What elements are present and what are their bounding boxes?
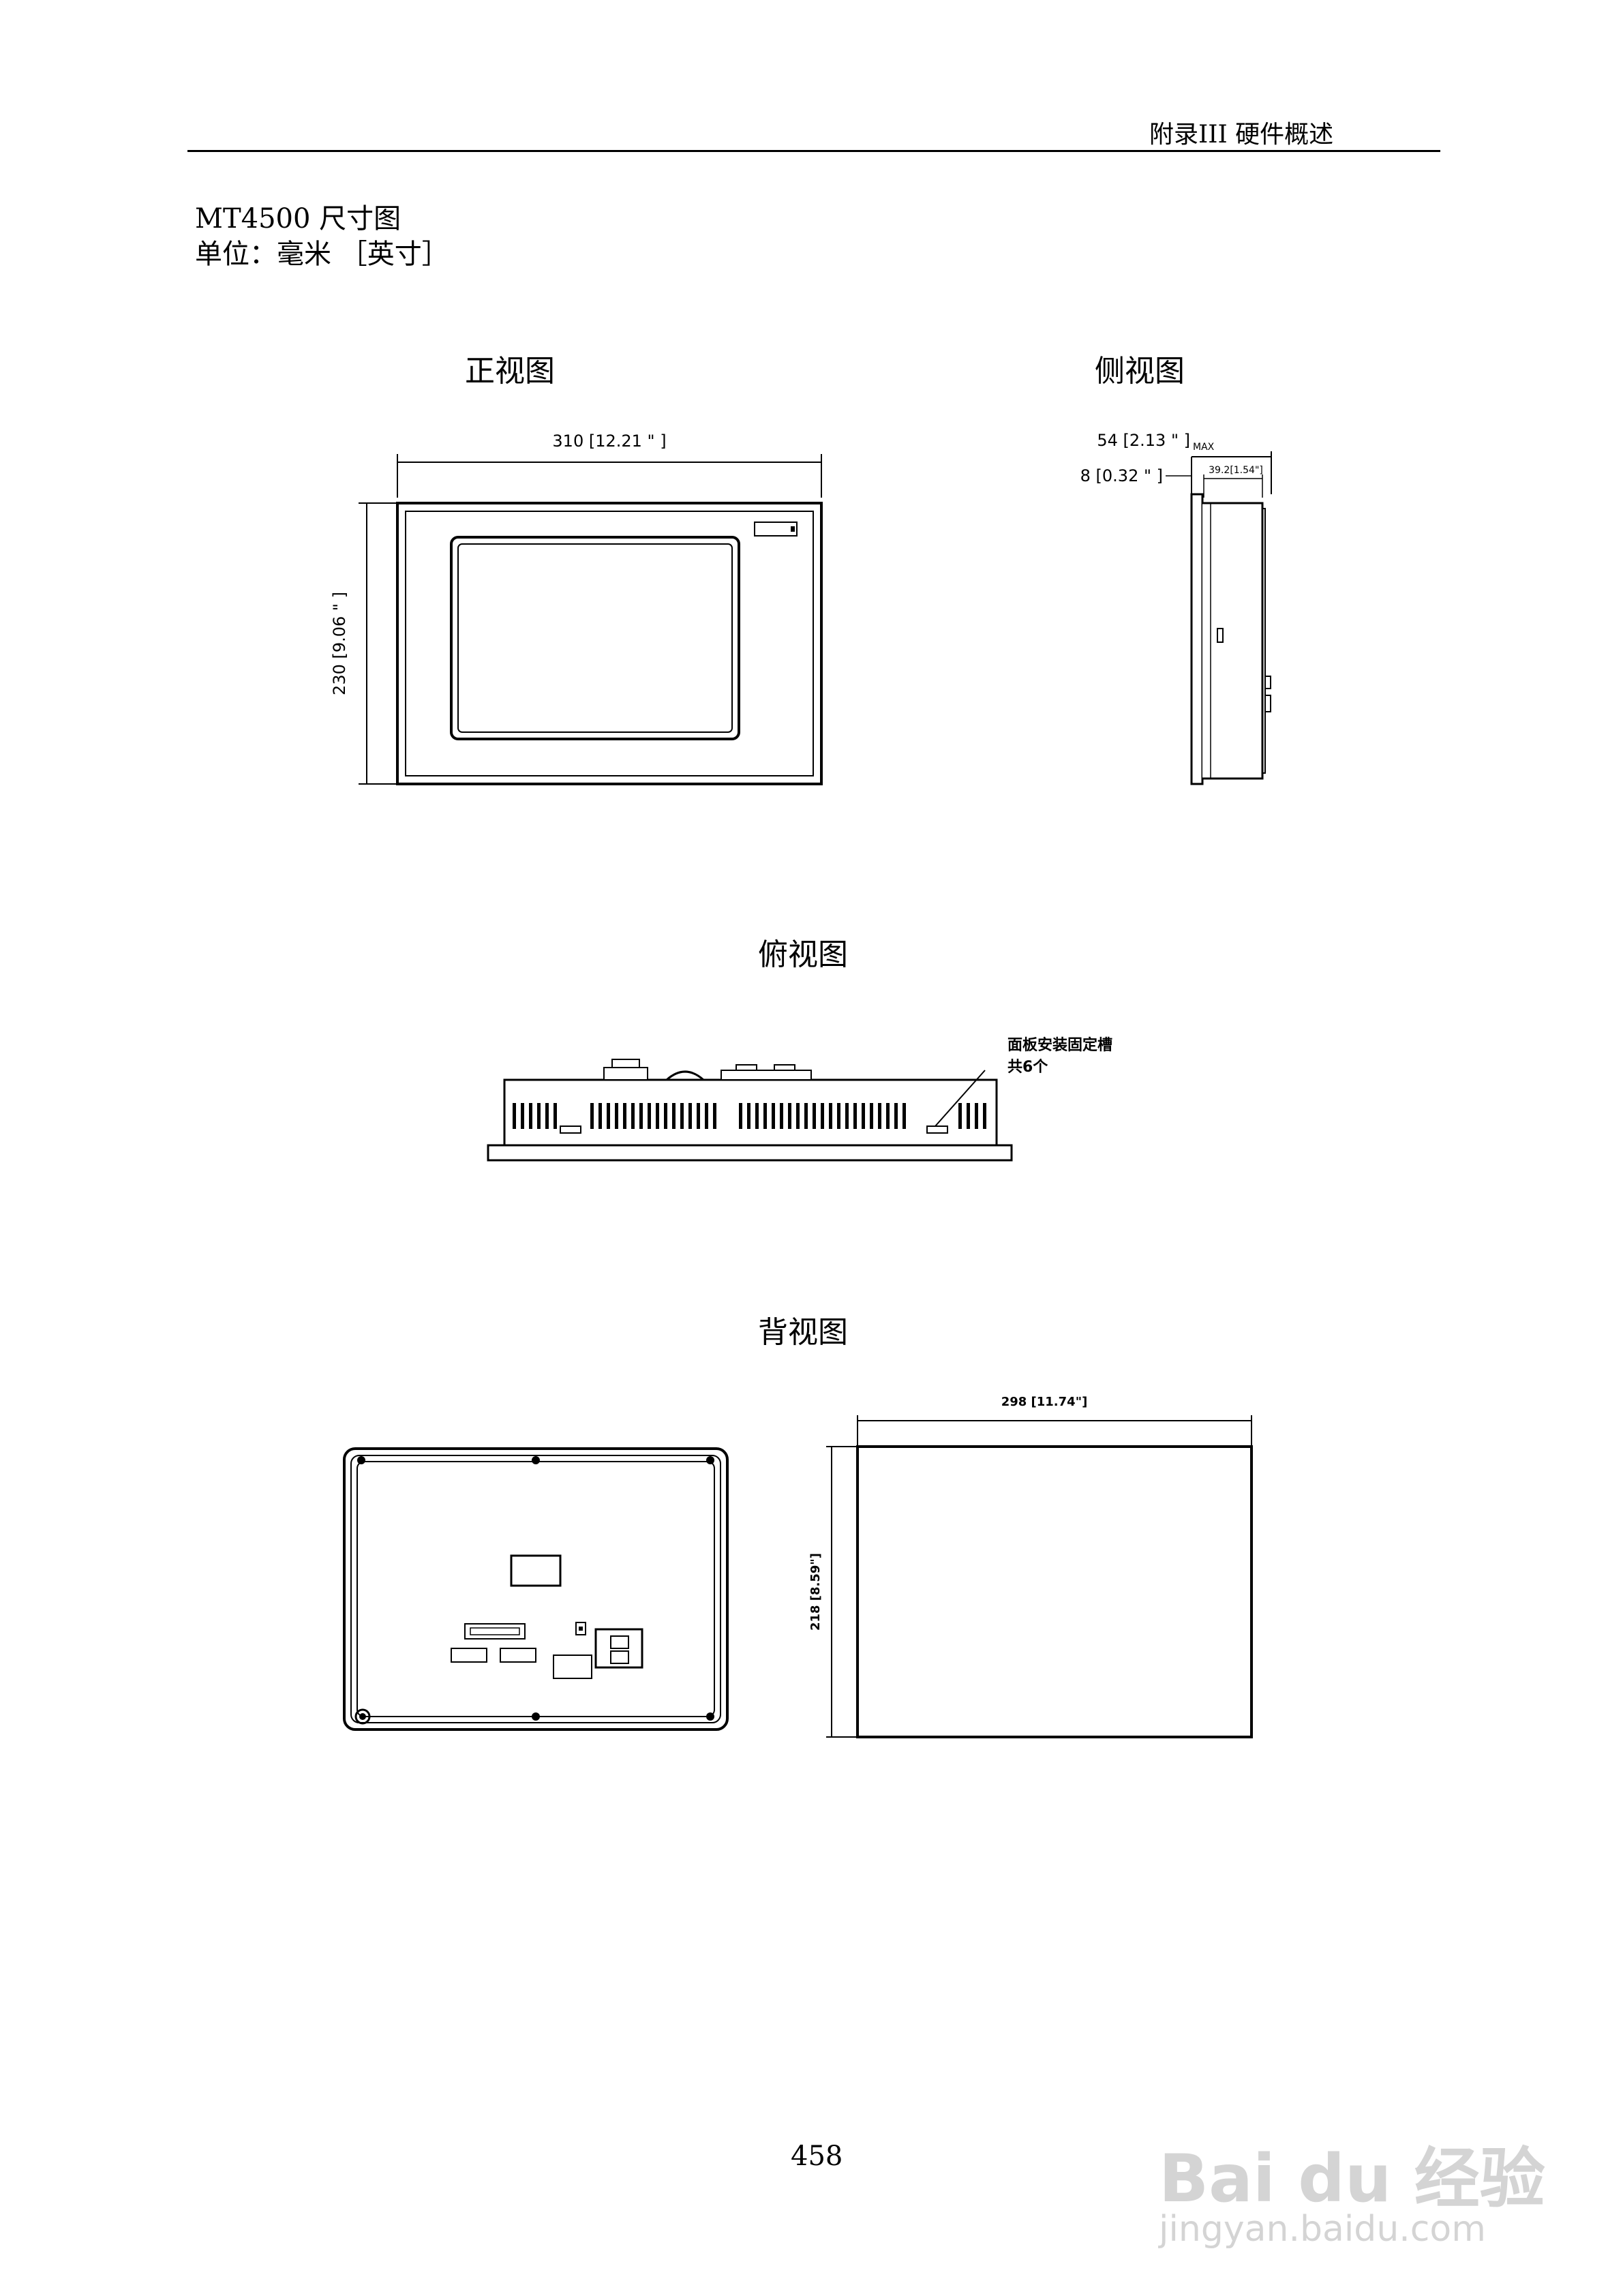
vent-slot — [639, 1103, 643, 1129]
vent-slot — [886, 1103, 890, 1129]
vent-slot — [821, 1103, 824, 1129]
cutout-width-dimension: 298 [11.74"] — [1001, 1395, 1088, 1409]
vent-slot — [747, 1103, 750, 1129]
vent-slot — [705, 1103, 708, 1129]
vent-slot — [755, 1103, 759, 1129]
watermark-url: jingyan.baidu.com — [1159, 2209, 1486, 2250]
vent-slot — [672, 1103, 676, 1129]
front-screen — [450, 536, 740, 740]
vent-slot — [713, 1103, 716, 1129]
vent-slot — [958, 1103, 962, 1129]
page-number: 458 — [791, 2141, 843, 2172]
mount-slot — [560, 1126, 581, 1134]
label-plate — [510, 1554, 562, 1587]
vent-slot — [983, 1103, 986, 1129]
side-view-drawing: 54 [2.13 " ] MAX 8 [0.32 " ] 39.2[1.54"] — [1080, 431, 1272, 785]
panel-cutout — [856, 1445, 1253, 1738]
front-width-dimension: 310 [12.21 " ] — [552, 432, 666, 451]
vent-slot — [688, 1103, 692, 1129]
vent-slot — [545, 1103, 549, 1129]
vent-slot — [975, 1103, 978, 1129]
watermark-brand: Bai du 经验 — [1159, 2141, 1545, 2217]
cutout-height-dimension: 218 [8.59"] — [808, 1553, 823, 1631]
side-depth-dimension: 54 [2.13 " ] — [1097, 431, 1190, 450]
side-body — [1202, 502, 1264, 780]
panel-cutout-drawing: 298 [11.74"] 218 [8.59"] — [808, 1395, 1253, 1738]
front-view-drawing: 310 [12.21 " ] 230 [9.06 " ] — [330, 432, 823, 785]
units-line: 单位：毫米 ［英寸］ — [195, 239, 449, 270]
side-body-dimension: 39.2[1.54"] — [1209, 465, 1263, 476]
callout-text-2: 共6个 — [1007, 1059, 1048, 1076]
vent-slot — [739, 1103, 742, 1129]
vent-slot — [788, 1103, 791, 1129]
vent-slot — [813, 1103, 816, 1129]
running-header: 附录III 硬件概述 — [1149, 121, 1334, 149]
vent-slot — [878, 1103, 881, 1129]
vent-slot — [615, 1103, 618, 1129]
vent-slot — [656, 1103, 659, 1129]
top-view-drawing: 面板安装固定槽 共6个 — [487, 1036, 1112, 1162]
vent-slot — [837, 1103, 840, 1129]
front-view-title: 正视图 — [465, 354, 555, 389]
vent-slot — [521, 1103, 524, 1129]
vent-slot — [772, 1103, 775, 1129]
vent-slot — [894, 1103, 898, 1129]
vent-slot — [967, 1103, 970, 1129]
vent-slot — [664, 1103, 667, 1129]
vent-slot — [862, 1103, 865, 1129]
back-view-drawing — [343, 1447, 729, 1731]
side-depth-suffix: MAX — [1193, 442, 1215, 453]
vent-slot — [648, 1103, 651, 1129]
vent-slot — [537, 1103, 541, 1129]
model-title: MT4500 尺寸图 — [195, 203, 401, 235]
header-rule — [187, 150, 1440, 152]
printer-port — [464, 1623, 526, 1640]
side-bezel — [1190, 493, 1204, 785]
led-indicator — [754, 522, 798, 537]
vent-slot — [853, 1103, 857, 1129]
com-port — [500, 1648, 536, 1663]
vent-slot — [680, 1103, 684, 1129]
vent-slot — [780, 1103, 783, 1129]
vent-slot — [804, 1103, 808, 1129]
vent-slot — [845, 1103, 849, 1129]
vent-slot — [529, 1103, 532, 1129]
vent-slot — [697, 1103, 700, 1129]
vent-slot — [631, 1103, 635, 1129]
top-view-title: 俯视图 — [758, 937, 848, 972]
front-bezel — [396, 502, 823, 785]
mount-slot — [926, 1126, 948, 1134]
top-bezel — [487, 1144, 1013, 1162]
front-height-dimension: 230 [9.06 " ] — [330, 592, 349, 695]
com-port — [451, 1648, 487, 1663]
vent-slot — [623, 1103, 626, 1129]
vent-slot — [829, 1103, 832, 1129]
vent-slot — [870, 1103, 873, 1129]
side-view-title: 侧视图 — [1095, 354, 1185, 389]
vent-slot — [598, 1103, 602, 1129]
vent-slot — [513, 1103, 516, 1129]
vent-grille — [513, 1103, 986, 1129]
vent-slot — [902, 1103, 906, 1129]
side-bezel-dimension: 8 [0.32 " ] — [1080, 466, 1163, 485]
callout-text-1: 面板安装固定槽 — [1007, 1036, 1112, 1054]
vent-slot — [607, 1103, 610, 1129]
vent-slot — [553, 1103, 557, 1129]
back-view-title: 背视图 — [758, 1315, 848, 1350]
vent-slot — [590, 1103, 594, 1129]
vent-slot — [796, 1103, 800, 1129]
vent-slot — [763, 1103, 767, 1129]
